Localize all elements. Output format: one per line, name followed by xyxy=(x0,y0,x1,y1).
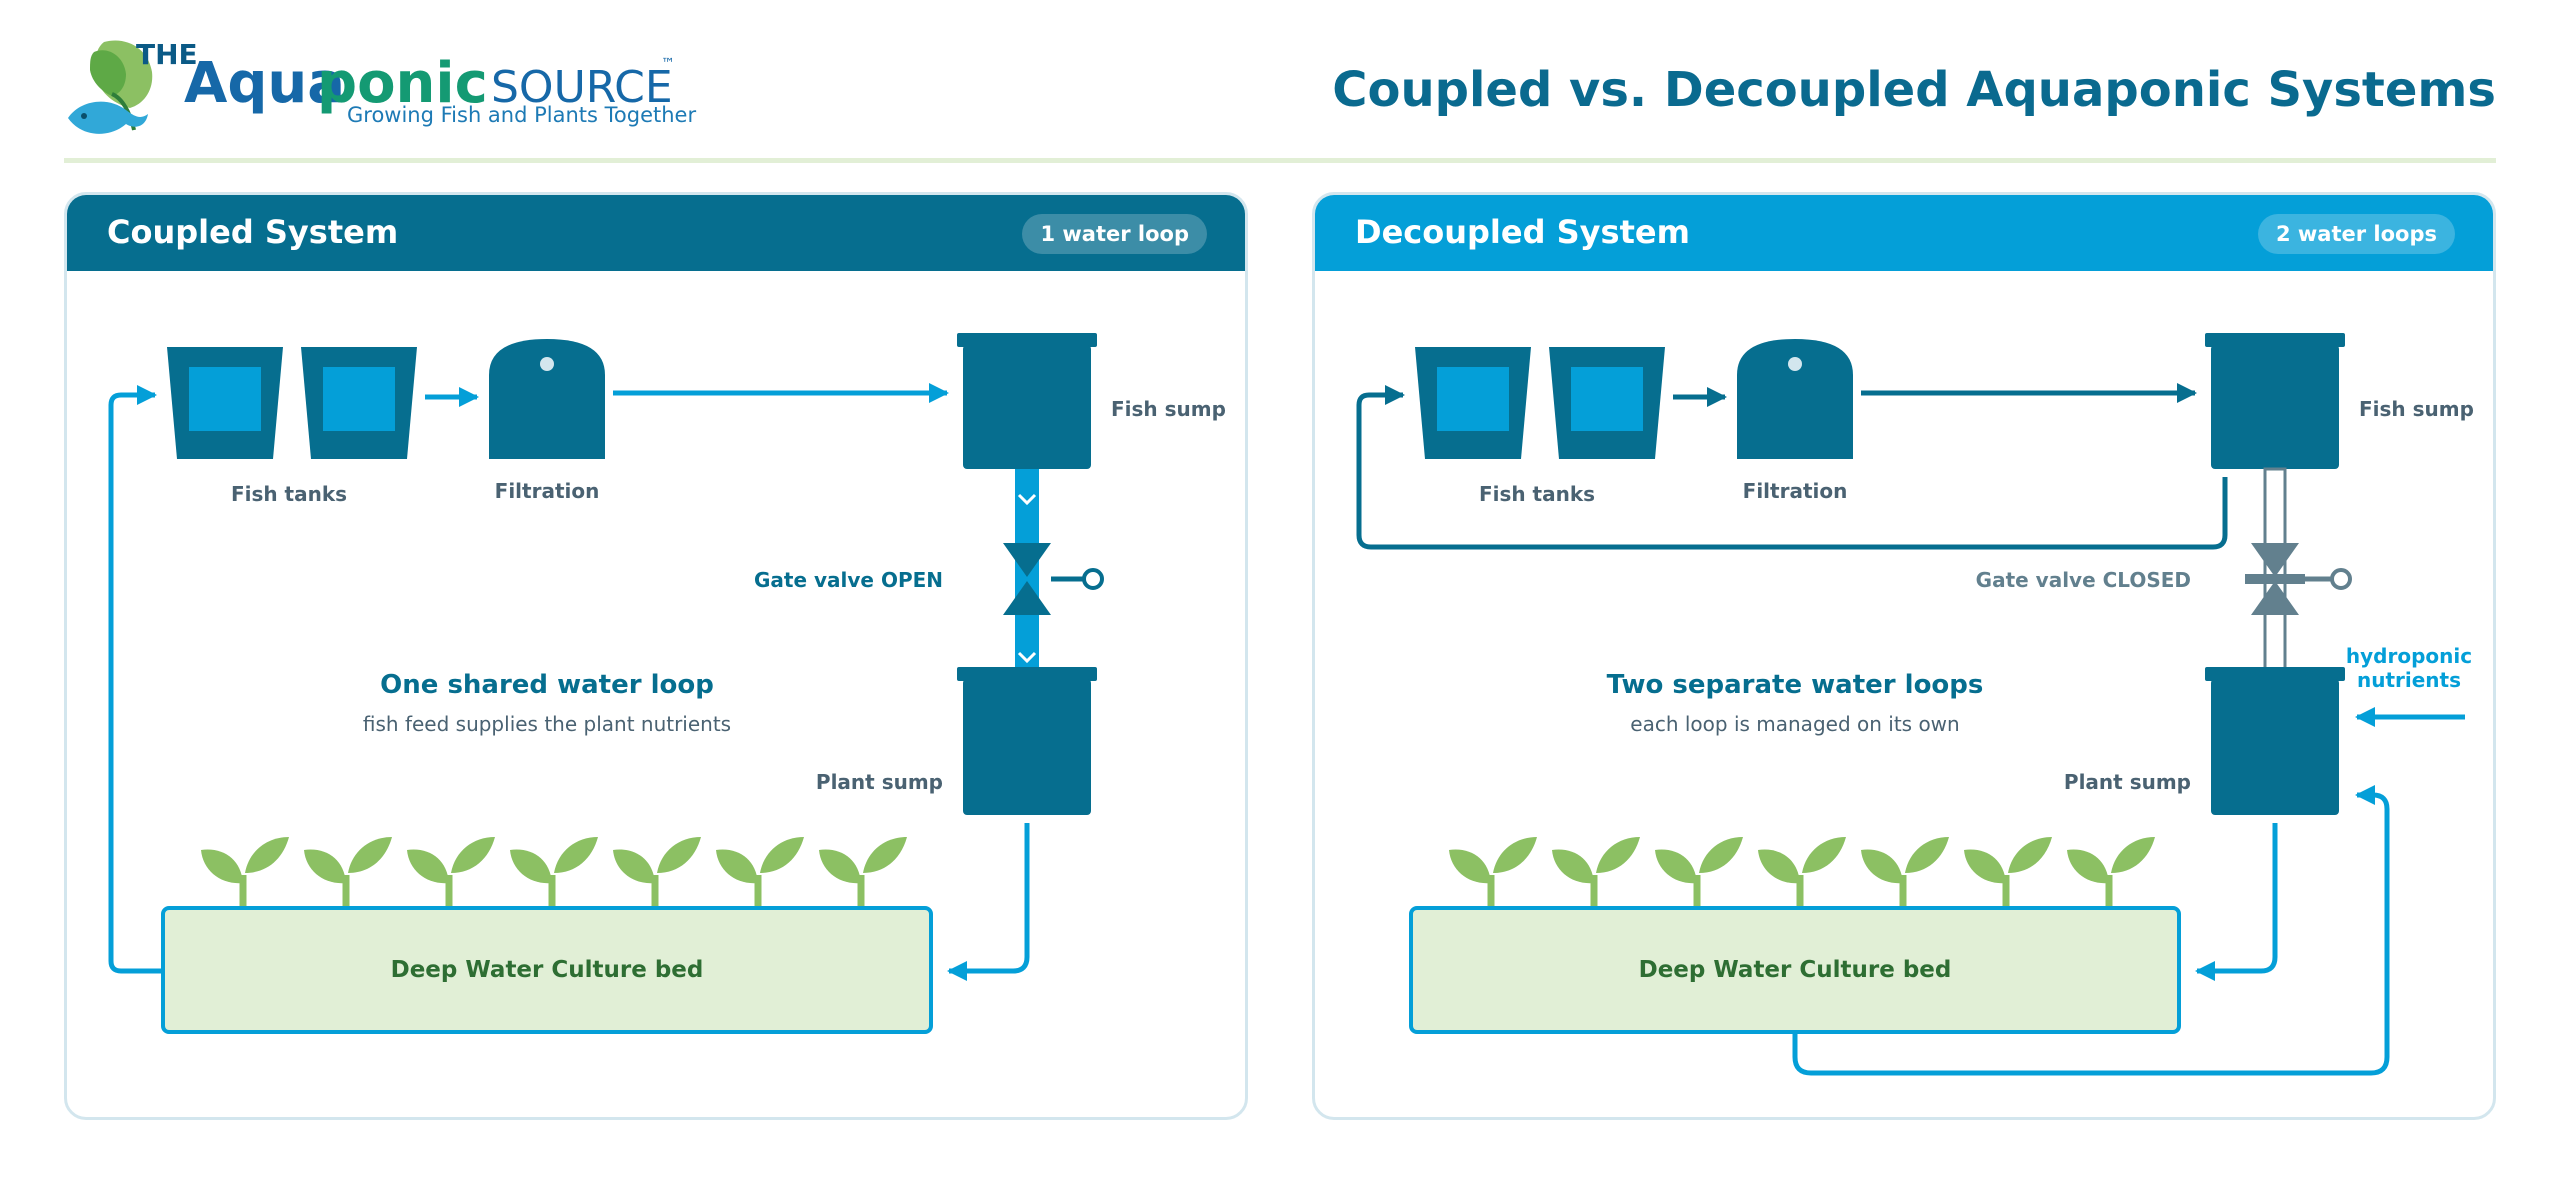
fish-tank-2 xyxy=(1549,347,1665,459)
fish-tanks-label: Fish tanks xyxy=(1479,482,1595,506)
plant-sump-label: Plant sump xyxy=(816,770,943,794)
plant-row xyxy=(1449,837,2155,908)
seedling-icon xyxy=(1655,837,1743,908)
flow-chevron-icon xyxy=(1017,651,1037,664)
loop-subtitle: each loop is managed on its own xyxy=(1630,712,1959,736)
page-title: Coupled vs. Decoupled Aquaponic Systems xyxy=(1332,62,2496,118)
filtration-indicator xyxy=(540,357,554,371)
panel-title: Decoupled System xyxy=(1355,213,1690,251)
loop-title: One shared water loop xyxy=(380,670,714,700)
water-loop-badge: 1 water loop xyxy=(1022,214,1207,254)
fish-sump-label: Fish sump xyxy=(1111,397,1226,421)
logo-the-text: THE xyxy=(136,38,198,71)
coupled-diagram: Fish tanks Filtration Fish sump Gate val… xyxy=(108,333,1226,1034)
bed-to-sump-return-arrow xyxy=(1792,785,2390,1076)
seedling-icon xyxy=(613,837,701,908)
aquaponic-source-logo: THE Aqua ponic SOURCE ™ Growing Fish and… xyxy=(68,38,696,134)
header-divider xyxy=(64,158,2496,163)
coupled-panel-header: Coupled System 1 water loop xyxy=(67,195,1245,271)
fish-sump xyxy=(2211,345,2339,469)
dwc-bed-label: Deep Water Culture bed xyxy=(1639,957,1952,983)
fish-sump xyxy=(963,345,1091,469)
gate-valve-label: Gate valve CLOSED xyxy=(1976,568,2191,592)
loop-subtitle: fish feed supplies the plant nutrients xyxy=(363,712,731,736)
logo-leaf-fish-icon xyxy=(68,40,153,134)
fish-sump-lid xyxy=(957,333,1097,347)
decoupled-panel: Fish tanks Filtration Fish sump Gate val… xyxy=(1312,192,2496,1120)
fish-sump-lid xyxy=(2205,333,2345,347)
return-flow-arrow xyxy=(108,385,161,974)
gate-valve-open-icon xyxy=(1003,543,1104,615)
seedling-icon xyxy=(1758,837,1846,908)
seedling-icon xyxy=(510,837,598,908)
flow-chevron-icon xyxy=(1017,493,1037,506)
seedling-icon xyxy=(819,837,907,908)
filtration-unit xyxy=(1737,339,1853,459)
dwc-bed-label: Deep Water Culture bed xyxy=(391,957,704,983)
plant-row xyxy=(201,837,907,908)
sump-to-bed-arrow xyxy=(2195,823,2278,981)
panel-title: Coupled System xyxy=(107,213,399,251)
dwc-bed xyxy=(1409,906,2181,1034)
filtration-label: Filtration xyxy=(1743,479,1848,503)
fish-loop-return-arrow xyxy=(1356,385,2228,550)
fish-tanks-label: Fish tanks xyxy=(231,482,347,506)
coupled-panel: Fish tanks Filtration Fish sump Gate val… xyxy=(64,192,1248,1120)
plant-sump-lid xyxy=(2205,667,2345,681)
fish-tank-2 xyxy=(301,347,417,459)
nutrients-label-line1: hydroponic xyxy=(2346,644,2472,668)
seedling-icon xyxy=(1552,837,1640,908)
fish-tank-1 xyxy=(1415,347,1531,459)
logo-tm-text: ™ xyxy=(661,56,675,72)
logo-aqua-text: Aqua xyxy=(184,51,345,116)
loop-title: Two separate water loops xyxy=(1607,670,1984,700)
gate-valve-label: Gate valve OPEN xyxy=(754,568,943,592)
dwc-bed xyxy=(161,906,933,1034)
plant-sump xyxy=(2211,679,2339,815)
logo-source-text: SOURCE xyxy=(491,62,673,113)
seedling-icon xyxy=(2067,837,2155,908)
logo-ponic-text: ponic xyxy=(317,51,488,116)
filtration-label: Filtration xyxy=(495,479,600,503)
water-loops-badge: 2 water loops xyxy=(2257,214,2455,254)
seedling-icon xyxy=(407,837,495,908)
sump-to-bed-arrow xyxy=(947,823,1030,981)
filtration-indicator xyxy=(1788,357,1802,371)
seedling-icon xyxy=(1964,837,2052,908)
seedling-icon xyxy=(304,837,392,908)
seedling-icon xyxy=(201,837,289,908)
seedling-icon xyxy=(1861,837,1949,908)
plant-sump-lid xyxy=(957,667,1097,681)
decoupled-panel-header: Decoupled System 2 water loops xyxy=(1315,195,2493,271)
plant-sump-label: Plant sump xyxy=(2064,770,2191,794)
decoupled-diagram: Fish tanks Filtration Fish sump Gate val… xyxy=(1356,333,2474,1076)
gate-valve-closed-icon xyxy=(2245,543,2352,615)
nutrients-label-line2: nutrients xyxy=(2357,668,2461,692)
seedling-icon xyxy=(1449,837,1537,908)
fish-tank-1 xyxy=(167,347,283,459)
filtration-unit xyxy=(489,339,605,459)
page-header: THE Aqua ponic SOURCE ™ Growing Fish and… xyxy=(0,0,2560,170)
seedling-icon xyxy=(716,837,804,908)
plant-sump xyxy=(963,679,1091,815)
fish-sump-label: Fish sump xyxy=(2359,397,2474,421)
logo-tagline: Growing Fish and Plants Together xyxy=(347,103,696,127)
